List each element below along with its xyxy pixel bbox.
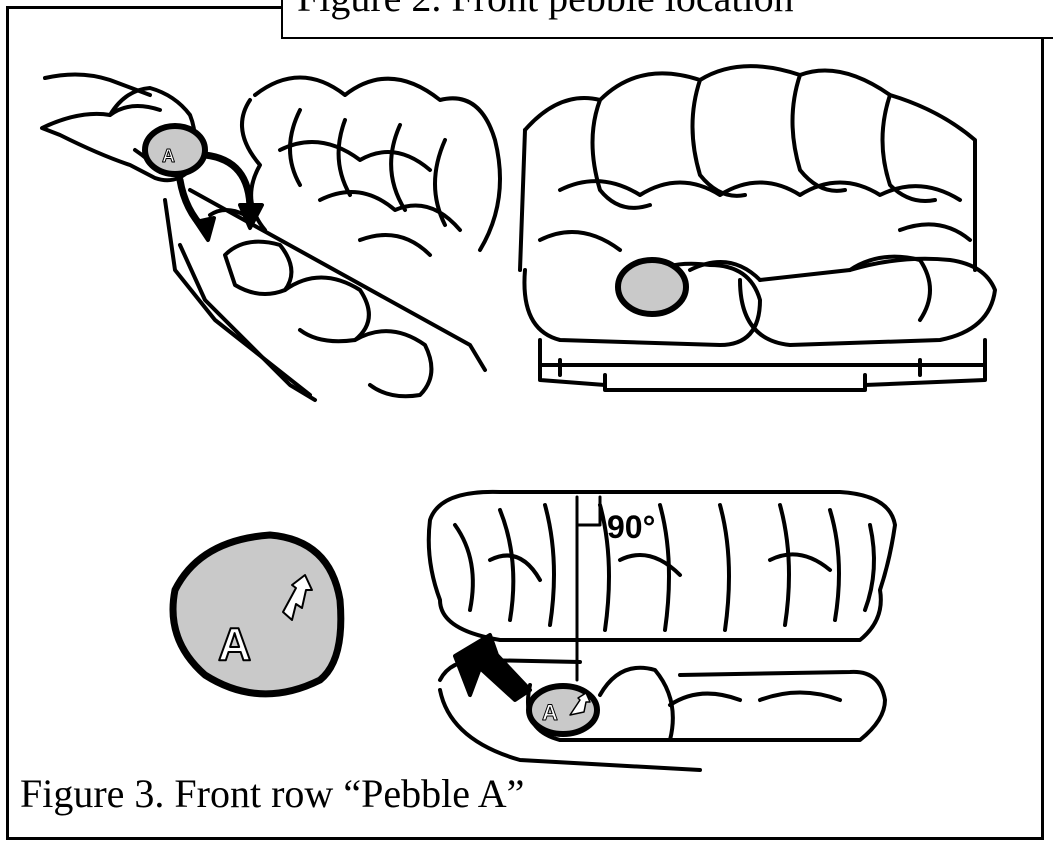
hand-placing-pebble: A	[42, 74, 500, 400]
svg-text:A: A	[162, 146, 175, 166]
pebble-a-closeup: A	[173, 535, 341, 694]
pebble-icon	[173, 535, 341, 694]
occlusal-view-model: A	[429, 492, 895, 770]
svg-text:A: A	[542, 700, 558, 725]
angle-label: 90°	[607, 509, 655, 545]
pebble-icon	[145, 126, 205, 174]
arrow-icon	[455, 635, 530, 700]
front-view-model	[520, 66, 995, 390]
svg-text:A: A	[218, 618, 251, 670]
figure-3-caption: Figure 3. Front row “Pebble A”	[20, 770, 524, 817]
pebble-icon	[618, 260, 686, 314]
